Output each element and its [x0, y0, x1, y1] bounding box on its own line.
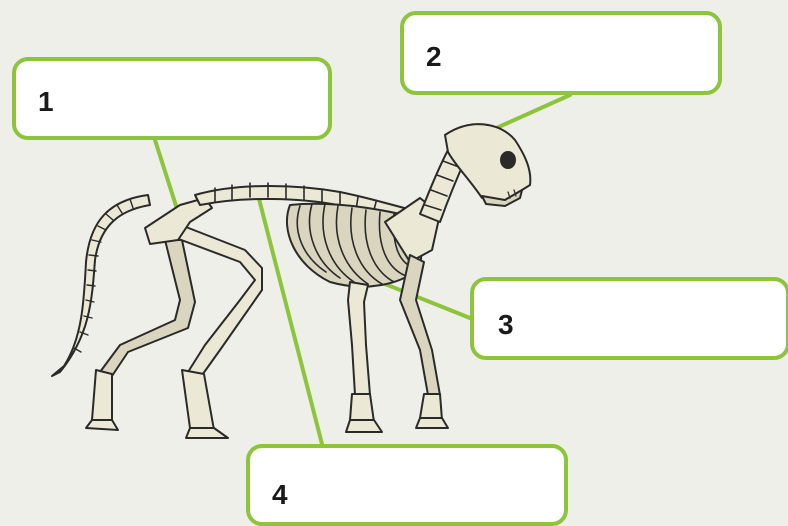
- front-paw-far: [420, 394, 442, 420]
- front-leg-near: [348, 282, 370, 395]
- skull: [445, 124, 530, 200]
- leader-line-1: [155, 140, 178, 212]
- front-leg-far: [400, 255, 440, 395]
- rear-leg-far: [100, 240, 195, 376]
- label-box-4[interactable]: 4: [246, 444, 568, 526]
- label-number-3: 3: [498, 309, 514, 341]
- eye-socket: [501, 152, 515, 168]
- label-number-4: 4: [272, 479, 288, 511]
- label-box-1[interactable]: 1: [12, 57, 332, 140]
- label-number-2: 2: [426, 41, 442, 73]
- label-box-2[interactable]: 2: [400, 11, 722, 95]
- rear-paw-near: [182, 370, 214, 430]
- label-box-3[interactable]: 3: [470, 277, 788, 360]
- leader-line-2: [492, 95, 570, 130]
- skeleton: [52, 124, 530, 438]
- rear-paw-far: [92, 370, 112, 422]
- label-number-1: 1: [38, 86, 54, 118]
- front-paw-near: [350, 394, 374, 422]
